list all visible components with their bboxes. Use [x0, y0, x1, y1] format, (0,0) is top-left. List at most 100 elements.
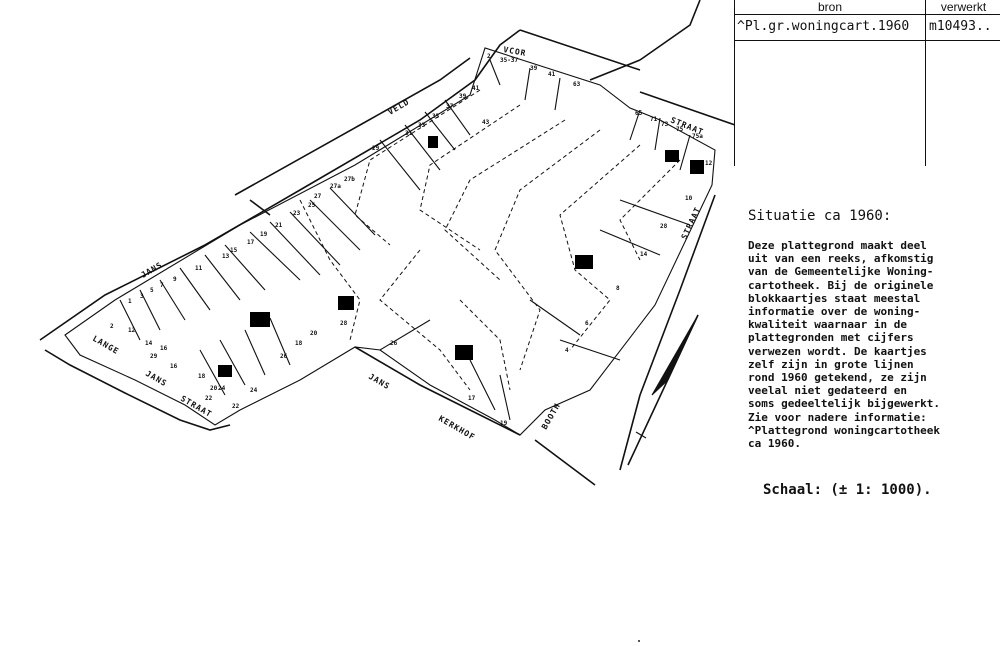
- house-numbers: 2 35-37 39 41 63 65 71 73 75 75a 29 31 3…: [110, 53, 713, 427]
- svg-text:1: 1: [128, 298, 132, 305]
- svg-text:2: 2: [487, 53, 491, 60]
- svg-text:22: 22: [232, 403, 240, 410]
- svg-text:23: 23: [293, 210, 301, 217]
- description-line: rond 1960 getekend, ze zijn: [748, 371, 927, 385]
- building-outlines: [218, 136, 704, 377]
- description-line: ^Plattegrond woningcartotheek: [748, 423, 941, 437]
- svg-text:12: 12: [128, 327, 136, 334]
- svg-text:25: 25: [308, 202, 316, 209]
- svg-text:11: 11: [195, 265, 203, 272]
- svg-text:15: 15: [230, 247, 238, 254]
- description-line: plattegronden met cijfers: [748, 331, 914, 345]
- svg-text:10: 10: [685, 195, 693, 202]
- svg-text:16: 16: [160, 345, 168, 352]
- svg-text:21: 21: [275, 222, 283, 229]
- svg-text:5: 5: [150, 287, 154, 294]
- svg-text:2: 2: [110, 323, 114, 330]
- svg-text:14: 14: [640, 251, 648, 258]
- svg-text:17: 17: [247, 239, 255, 246]
- svg-text:17: 17: [468, 395, 476, 402]
- svg-text:41: 41: [472, 85, 480, 92]
- description-line: informatie over de woning-: [748, 305, 921, 319]
- street-label-booth: BOOTH: [540, 401, 562, 431]
- svg-text:75: 75: [676, 126, 684, 133]
- svg-text:6: 6: [585, 320, 589, 327]
- svg-text:39: 39: [530, 65, 538, 72]
- description-line: verwezen wordt. De kaartjes: [748, 344, 927, 358]
- svg-text:33: 33: [418, 122, 426, 129]
- svg-text:14: 14: [145, 340, 153, 347]
- svg-text:37: 37: [446, 103, 454, 110]
- street-label-kerkhof: KERKHOF: [437, 414, 477, 442]
- street-label-voorstraat: VCOR: [503, 45, 527, 58]
- speck: [638, 640, 640, 642]
- svg-text:16: 16: [170, 363, 178, 370]
- description-line: Deze plattegrond maakt deel: [748, 239, 927, 252]
- svg-text:71: 71: [650, 116, 658, 123]
- row-divider: [735, 40, 1000, 41]
- description-line: kwaliteit waarnaar in de: [748, 318, 907, 332]
- source-table: bron verwerkt ^Pl.gr.woningcart.1960 m10…: [734, 0, 1000, 166]
- svg-text:73: 73: [661, 121, 669, 128]
- lot-boundary: [354, 89, 481, 246]
- description-line: van de Gemeentelijke Woning-: [748, 265, 934, 279]
- street-line: [234, 57, 471, 196]
- source-cell: ^Pl.gr.woningcart.1960: [737, 19, 910, 34]
- block-map: VCOR STRAAT VELD JANS LANGE JANS STRAAT …: [39, 0, 735, 486]
- situation-title: Situatie ca 1960:: [748, 208, 892, 224]
- svg-text:39: 39: [459, 93, 467, 100]
- svg-text:31: 31: [405, 130, 413, 137]
- svg-text:29: 29: [150, 353, 158, 360]
- svg-text:20: 20: [210, 385, 218, 392]
- street-line: [519, 29, 641, 71]
- svg-text:28: 28: [660, 223, 668, 230]
- north-arrow: [627, 314, 699, 466]
- description-text: Deze plattegrond maakt deel uit van een …: [748, 239, 988, 450]
- svg-text:26: 26: [280, 353, 288, 360]
- svg-text:8: 8: [616, 285, 620, 292]
- scale-label: Schaal: (± 1: 1000).: [763, 482, 932, 498]
- street-line: [534, 439, 596, 486]
- svg-text:43: 43: [482, 119, 490, 126]
- lot-lines: [119, 59, 691, 421]
- street-label-straat-3: STRAAT: [680, 205, 703, 240]
- street-line: [619, 194, 716, 471]
- svg-text:4: 4: [565, 347, 569, 354]
- svg-text:75a: 75a: [692, 133, 703, 140]
- block-outline: [64, 47, 716, 436]
- street-label-veld: VELD: [387, 97, 412, 116]
- description-line: ca 1960.: [748, 437, 801, 451]
- street-line: [249, 199, 271, 216]
- header-bron: bron: [735, 0, 925, 15]
- svg-text:18: 18: [198, 373, 206, 380]
- svg-text:63: 63: [573, 81, 581, 88]
- svg-text:19: 19: [500, 420, 508, 427]
- column-divider: [925, 0, 926, 166]
- svg-text:27a: 27a: [330, 183, 341, 190]
- svg-text:7: 7: [160, 282, 164, 289]
- lot-boundary: [619, 159, 681, 261]
- lot-boundary: [494, 129, 601, 371]
- svg-text:13: 13: [222, 253, 230, 260]
- description-line: cartotheek. Bij de originele: [748, 278, 934, 292]
- svg-text:24: 24: [218, 385, 226, 392]
- lot-boundary: [559, 144, 641, 351]
- description-line: blokkaartjes staat meestal: [748, 291, 921, 305]
- svg-text:22: 22: [205, 395, 213, 402]
- street-label-jans-kerkhof-1: JANS: [367, 372, 392, 391]
- svg-text:29: 29: [372, 145, 380, 152]
- lot-boundary: [419, 104, 521, 251]
- lot-boundary: [444, 119, 566, 281]
- street-line: [354, 346, 521, 436]
- svg-text:41: 41: [548, 71, 556, 78]
- lot-boundary: [299, 199, 361, 341]
- description-line: zelf zijn in grote lijnen: [748, 357, 914, 371]
- processed-cell: m10493..: [929, 19, 992, 34]
- header-verwerkt: verwerkt: [926, 0, 1000, 15]
- description-line: Zie voor nadere informatie:: [748, 410, 927, 424]
- svg-text:27b: 27b: [344, 176, 355, 183]
- street-line: [589, 59, 641, 81]
- svg-text:26: 26: [390, 340, 398, 347]
- street-line: [639, 0, 701, 61]
- street-label-jans: JANS: [140, 260, 165, 279]
